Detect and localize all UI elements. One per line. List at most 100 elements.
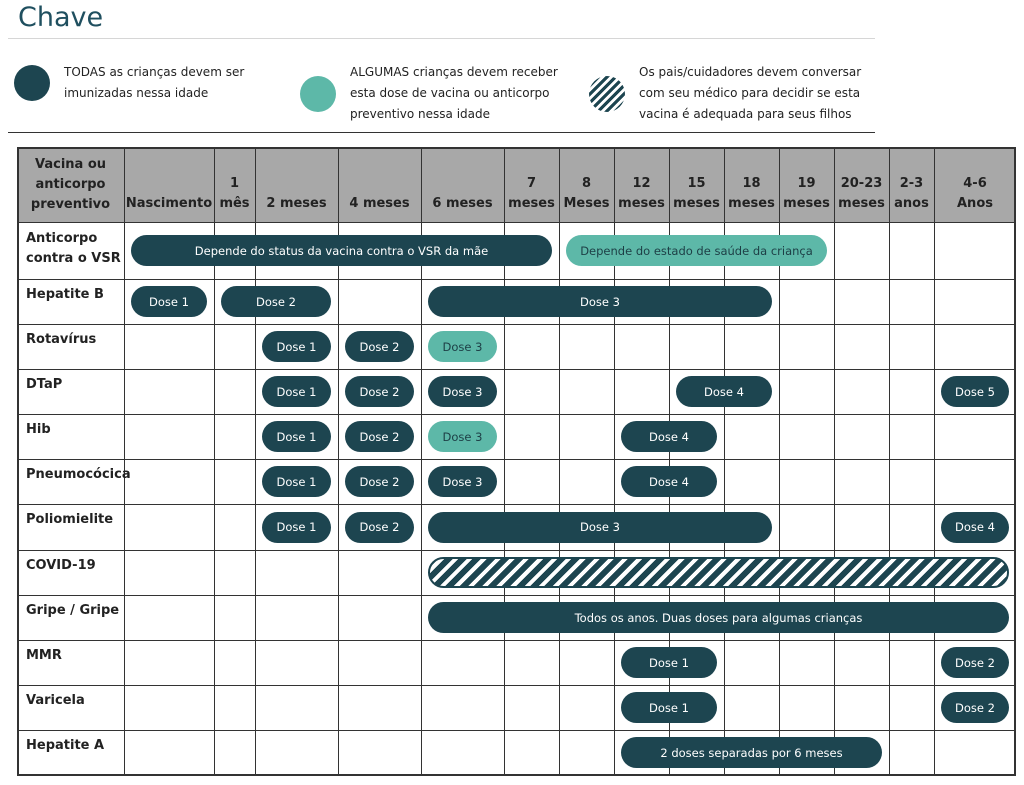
header-age-line: meses <box>508 196 555 211</box>
key-divider <box>8 132 875 133</box>
dose-pill: Dose 1 <box>621 692 717 723</box>
grid-col-line <box>669 147 670 775</box>
header-age-line: 19 <box>797 176 816 191</box>
header-age-label: 1 mês <box>219 174 249 214</box>
key-text-discuss: Os pais/cuidadores devem conversar com s… <box>639 65 862 121</box>
grid-col-line <box>504 147 505 775</box>
grid-col-line <box>255 147 256 775</box>
grid-col-line <box>421 147 422 775</box>
grid-col-line <box>124 147 125 775</box>
header-age-line: meses <box>673 196 720 211</box>
dose-pill: Dose 2 <box>941 692 1009 723</box>
header-age-line: 20-23 <box>840 176 883 191</box>
dose-pill: Dose 4 <box>676 376 772 407</box>
dose-pill: Dose 1 <box>262 511 331 543</box>
header-age-line: Meses <box>563 196 610 211</box>
header-vaccine-line: Vacina ou <box>34 156 107 172</box>
grid-row-line <box>17 147 1016 149</box>
row-label-line: Hepatite A <box>26 738 105 753</box>
dose-pill: Dose 1 <box>262 331 331 362</box>
dose-pill: Todos os anos. Duas doses para algumas c… <box>428 602 1009 633</box>
key-text-some: ALGUMAS crianças devem receber esta dose… <box>350 65 558 121</box>
grid-row-line <box>17 685 1016 686</box>
header-age-line: mês <box>219 196 250 211</box>
row-label: Rotavírus <box>26 330 96 350</box>
header-age-line: 15 <box>687 176 706 191</box>
row-label: Hepatite A <box>26 736 104 756</box>
row-label-line: Gripe / Gripe <box>26 603 120 618</box>
dose-pill: Depende do status da vacina contra o VSR… <box>131 235 552 266</box>
key-item-all: TODAS as crianças devem ser imunizadas n… <box>14 62 244 104</box>
header-vaccine-line: anticorpo <box>35 176 106 192</box>
header-age-line: 1 <box>229 176 240 191</box>
header-age-3: 4 meses <box>338 147 421 222</box>
row-label-line: Pneumocócica <box>26 467 131 482</box>
row-label-line: COVID-19 <box>26 558 96 573</box>
row-label-line: Hepatite B <box>26 287 104 302</box>
dose-pill: Dose 1 <box>621 647 717 678</box>
grid-col-line <box>559 147 560 775</box>
row-label-line: Rotavírus <box>26 332 97 347</box>
dose-pill: Dose 3 <box>428 376 497 407</box>
grid-row-line <box>17 504 1016 505</box>
page-title: Chave <box>18 2 104 33</box>
key-swatch-dark <box>14 65 50 101</box>
row-label: Pneumocócica <box>26 465 131 485</box>
grid-col-line <box>1014 147 1016 775</box>
header-age-line: 12 <box>632 176 651 191</box>
dose-pill: Dose 5 <box>941 376 1009 407</box>
header-age-2: 2 meses <box>255 147 338 222</box>
dose-pill: Dose 3 <box>428 331 497 362</box>
grid-row-line <box>17 324 1016 325</box>
header-age-label: 2 meses <box>266 194 326 214</box>
dose-pill: Dose 3 <box>428 511 772 543</box>
header-age-line: meses <box>728 196 775 211</box>
dose-pill: Dose 4 <box>621 421 717 452</box>
header-age-line: anos <box>894 196 929 211</box>
header-age-8: 15 meses <box>669 147 724 222</box>
dose-pill: Dose 4 <box>941 511 1009 543</box>
row-label: Varicela <box>26 691 85 711</box>
grid-row-line <box>17 550 1016 551</box>
dose-pill: Dose 4 <box>621 466 717 497</box>
grid-row-line <box>17 414 1016 415</box>
grid-col-line <box>779 147 780 775</box>
header-age-line: 2 meses <box>266 196 327 211</box>
grid-row-line <box>17 369 1016 370</box>
dose-pill: Dose 2 <box>221 286 331 317</box>
dose-pill: Dose 1 <box>262 421 331 452</box>
header-age-line: meses <box>838 196 885 211</box>
key-swatch-hatch <box>589 75 625 112</box>
row-label-line: Hib <box>26 422 51 437</box>
dose-pill: Dose 1 <box>131 286 207 317</box>
row-label-line: Varicela <box>26 693 85 708</box>
dose-pill: Dose 3 <box>428 421 497 452</box>
header-age-label: 20-23 meses <box>838 174 885 214</box>
key-text-all: TODAS as crianças devem ser imunizadas n… <box>64 65 245 100</box>
header-age-label: 15 meses <box>673 174 720 214</box>
dose-pill: Dose 3 <box>428 466 497 497</box>
dose-pill: Depende do estado de saúde da criança <box>566 235 827 266</box>
key-item-discuss: Os pais/cuidadores devem conversar com s… <box>589 62 861 125</box>
grid-row-line <box>17 774 1016 776</box>
header-age-0: Nascimento <box>124 147 214 222</box>
grid-row-line <box>17 279 1016 280</box>
grid-row-line <box>17 640 1016 641</box>
header-age-11: 20-23 meses <box>834 147 889 222</box>
grid-row-line <box>17 222 1016 223</box>
row-label-line: DTaP <box>26 377 63 392</box>
